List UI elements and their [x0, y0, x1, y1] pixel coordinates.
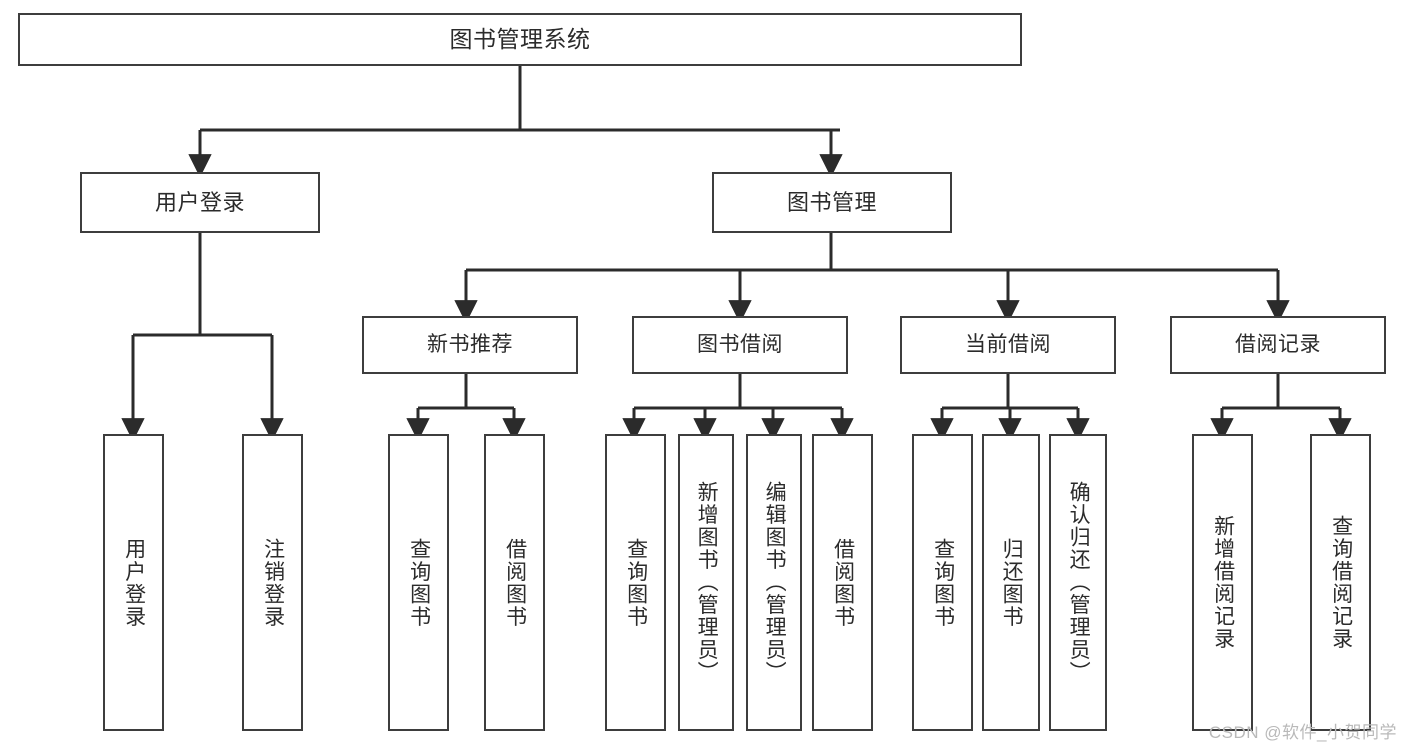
node-label: 用户登录 [122, 537, 146, 628]
leaf-confirm-return-admin[interactable]: 确认归还（管理员） [1049, 434, 1107, 731]
leaf-query-book-bb[interactable]: 查询图书 [605, 434, 666, 731]
node-label: 注销登录 [261, 537, 285, 628]
leaf-borrow-book-nbr[interactable]: 借阅图书 [484, 434, 545, 731]
node-label: 查询图书 [931, 537, 955, 628]
node-label: 编辑图书（管理员） [763, 481, 787, 684]
node-label: 新书推荐 [427, 332, 513, 356]
node-label: 图书管理 [786, 189, 877, 215]
node-label: 当前借阅 [965, 332, 1051, 356]
node-label: 图书借阅 [697, 332, 783, 356]
node-label: 确认归还（管理员） [1067, 481, 1091, 684]
leaf-edit-book-admin[interactable]: 编辑图书（管理员） [746, 434, 802, 731]
leaf-return-book[interactable]: 归还图书 [982, 434, 1040, 731]
node-label: 借阅图书 [831, 537, 855, 628]
node-label: 新增图书（管理员） [695, 481, 719, 684]
node-label: 查询借阅记录 [1329, 515, 1353, 650]
node-label: 新增借阅记录 [1211, 515, 1235, 650]
node-label: 用户登录 [154, 189, 245, 215]
node-current-borrowing[interactable]: 当前借阅 [900, 316, 1116, 374]
node-label: 图书管理系统 [449, 25, 591, 52]
leaf-add-book-admin[interactable]: 新增图书（管理员） [678, 434, 734, 731]
node-borrowing-record[interactable]: 借阅记录 [1170, 316, 1386, 374]
leaf-user-login[interactable]: 用户登录 [103, 434, 164, 731]
leaf-query-book-nbr[interactable]: 查询图书 [388, 434, 449, 731]
csdn-watermark: CSDN @软件_小贺同学 [1208, 723, 1397, 742]
node-book-management[interactable]: 图书管理 [712, 172, 952, 233]
node-label: 归还图书 [1000, 537, 1024, 628]
node-label: 借阅记录 [1235, 332, 1321, 356]
node-new-book-recommendation[interactable]: 新书推荐 [362, 316, 578, 374]
node-label: 查询图书 [407, 537, 431, 628]
node-user-login[interactable]: 用户登录 [80, 172, 320, 233]
leaf-query-borrow-record[interactable]: 查询借阅记录 [1310, 434, 1371, 731]
node-label: 借阅图书 [503, 537, 527, 628]
leaf-logout[interactable]: 注销登录 [242, 434, 303, 731]
node-book-borrowing[interactable]: 图书借阅 [632, 316, 848, 374]
node-label: 查询图书 [624, 537, 648, 628]
leaf-add-borrow-record[interactable]: 新增借阅记录 [1192, 434, 1253, 731]
node-root-system[interactable]: 图书管理系统 [18, 13, 1022, 66]
leaf-query-book-cb[interactable]: 查询图书 [912, 434, 973, 731]
leaf-borrow-book-bb[interactable]: 借阅图书 [812, 434, 873, 731]
